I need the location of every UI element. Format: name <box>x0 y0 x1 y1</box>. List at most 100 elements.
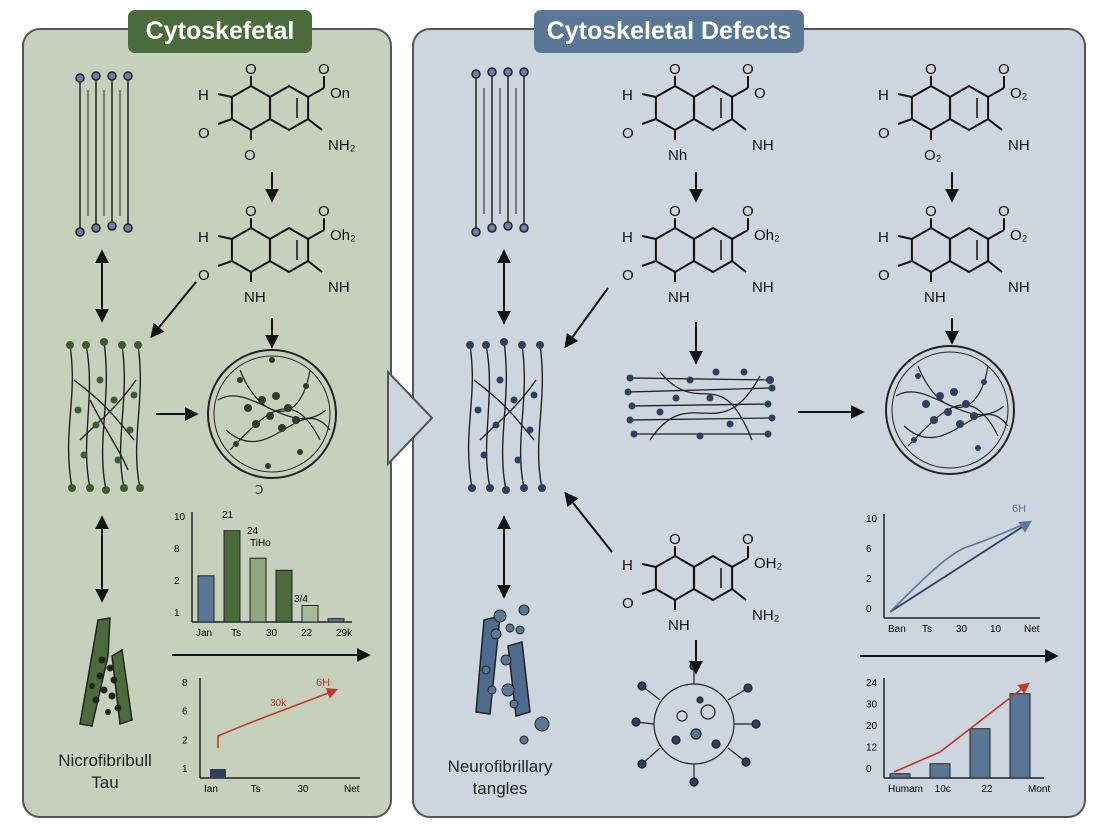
atom-label: O <box>925 61 937 78</box>
atom-label: NH <box>328 279 350 296</box>
atom-label: NH <box>668 617 690 634</box>
atom-label: O <box>878 125 890 142</box>
atom-label: NH <box>244 289 266 306</box>
atom-label: O <box>245 61 257 78</box>
x-tick-label: 30 <box>297 784 309 795</box>
atom-label: O <box>245 203 257 220</box>
bond <box>307 87 325 98</box>
atom-label: H <box>622 229 633 246</box>
bond <box>731 87 749 98</box>
atom-label: O <box>669 531 681 548</box>
atom-label: O <box>669 203 681 220</box>
bond <box>897 93 913 98</box>
atom-label: O <box>622 125 634 142</box>
x-tick-label: 22 <box>301 628 313 639</box>
bar <box>327 618 345 623</box>
bar <box>223 530 241 623</box>
x-tick-label: Mont <box>1028 784 1050 795</box>
bond <box>731 260 747 273</box>
atom-label: NH <box>1008 279 1030 296</box>
bar <box>197 575 215 623</box>
ring <box>692 226 734 274</box>
arrows <box>95 172 1059 675</box>
network-right-nodes <box>466 338 546 494</box>
atom-label: O₂ <box>1010 85 1028 102</box>
bond <box>641 235 657 240</box>
microtubules-left <box>75 71 133 237</box>
x-tick-label: Ts <box>922 624 932 635</box>
bond <box>731 557 749 568</box>
x-tick-label: 10c <box>935 784 951 795</box>
x-tick-label: Jan <box>196 628 212 639</box>
y-tick-label: 8 <box>174 544 180 555</box>
network-left-nodes <box>66 338 144 494</box>
left-caption-line1: Nicrofibribull <box>58 751 152 770</box>
atom-label: H <box>198 229 209 246</box>
y-tick-label: 1 <box>182 764 188 775</box>
x-tick-label: 30 <box>956 624 968 635</box>
atom-label: O <box>198 267 210 284</box>
microtubules-right <box>471 67 529 237</box>
left-panel-title: Cytoskefetal <box>128 10 312 53</box>
ring <box>654 84 696 132</box>
ring <box>268 84 310 132</box>
right-caption: Neurofibrillary tangles <box>430 756 570 800</box>
atom-label: O <box>318 203 330 220</box>
atom-label: O₂ <box>1010 227 1028 244</box>
bar <box>249 557 267 623</box>
ring <box>654 554 696 602</box>
bond <box>897 235 913 240</box>
x-tick-label: Ban <box>888 624 906 635</box>
series-line <box>889 521 1031 613</box>
ring <box>268 226 310 274</box>
y-tick-label: 24 <box>866 678 878 689</box>
y-tick-label: 0 <box>866 764 872 775</box>
radial-cluster <box>631 661 761 787</box>
atom-label: Oh₂ <box>330 227 356 244</box>
right-caption-line2: tangles <box>472 779 528 798</box>
y-tick-label: 6 <box>182 707 188 718</box>
bond <box>217 235 233 240</box>
x-tick-label: Net <box>344 784 360 795</box>
series-label: 6H <box>316 677 330 689</box>
bond <box>897 260 913 267</box>
right-caption-line1: Neurofibrillary <box>447 757 553 776</box>
tangled-filaments <box>624 368 776 441</box>
x-tick-label: Net <box>1024 624 1040 635</box>
series-line <box>217 688 339 748</box>
data-label: 21 <box>222 510 234 521</box>
bar <box>889 773 911 779</box>
atom-label: O <box>742 531 754 548</box>
atom-label: H <box>622 557 633 574</box>
ring <box>654 226 696 274</box>
ring <box>910 226 952 274</box>
atom-label: O <box>198 125 210 142</box>
bar <box>275 569 293 623</box>
bond <box>217 260 233 267</box>
x-tick-label: 10 <box>990 624 1002 635</box>
atom-label: H <box>198 87 209 104</box>
y-tick-label: 2 <box>182 735 188 746</box>
x-tick-label: Ts <box>251 784 261 795</box>
bond <box>641 588 657 595</box>
x-tick-label: 30 <box>266 628 278 639</box>
misc-label: Ↄ <box>255 483 263 497</box>
series-label: 30k <box>270 698 287 709</box>
bond <box>641 93 657 98</box>
left-panel <box>22 28 392 818</box>
x-tick-label: 29k <box>336 628 353 639</box>
atom-label: NH <box>752 279 774 296</box>
x-tick-label: Ts <box>231 628 241 639</box>
atom-label: NH₂ <box>328 137 356 154</box>
bar <box>1009 693 1031 779</box>
bond <box>731 229 749 240</box>
ring <box>692 554 734 602</box>
data-label: 3/4 <box>294 594 308 605</box>
